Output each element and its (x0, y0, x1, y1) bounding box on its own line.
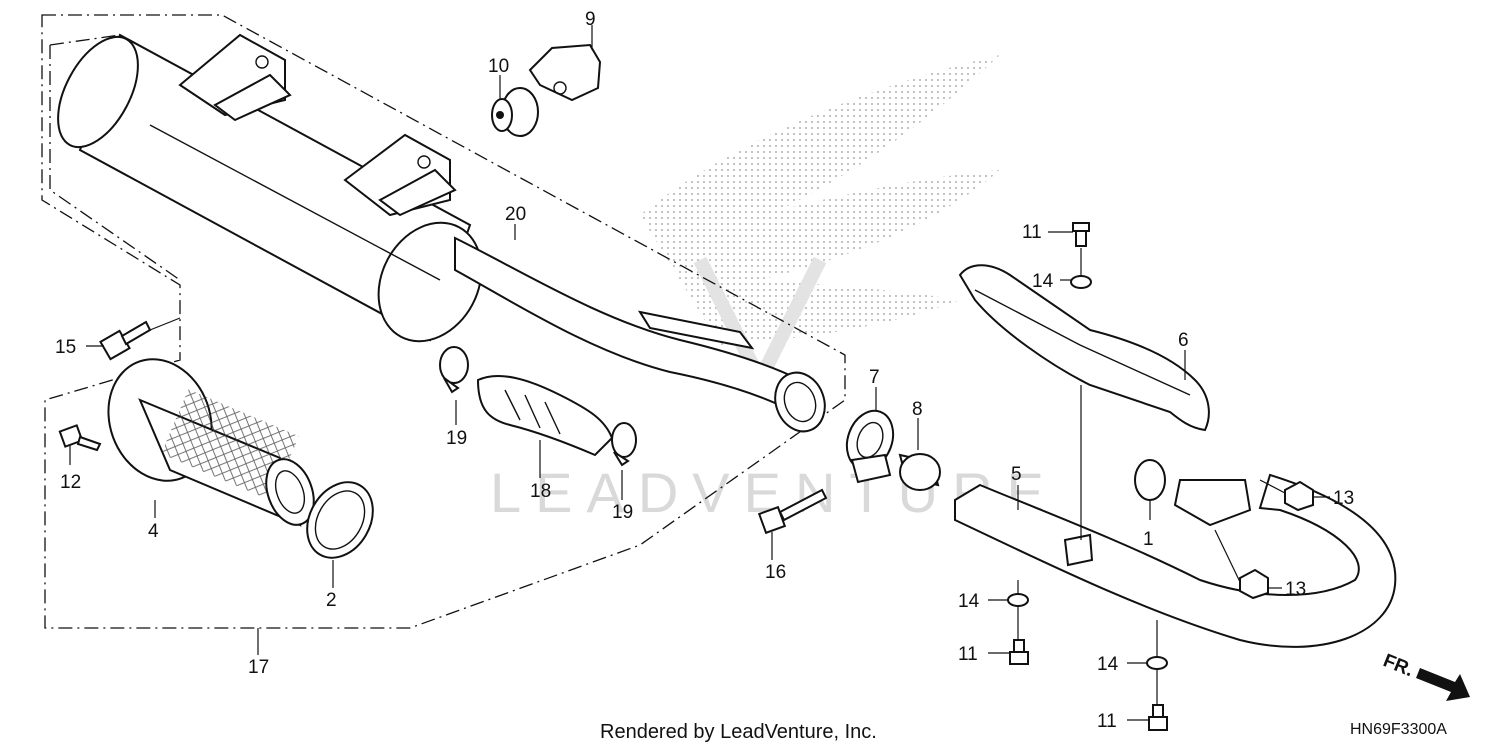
joint-clamp-7 (845, 409, 895, 484)
exhaust-pipe-5 (954, 473, 1397, 648)
callout-4: 4 (148, 521, 159, 542)
bolt-11-top (1072, 222, 1090, 247)
clamp-19-left (439, 346, 469, 394)
bolt-11-mid (1009, 639, 1029, 665)
muffler (57, 33, 826, 433)
bracket-9 (528, 43, 602, 102)
leader-lines (69, 25, 1330, 721)
clamp-19-right (611, 422, 637, 467)
washer-14-top (1070, 275, 1092, 289)
callout-13-upper: 13 (1333, 488, 1354, 509)
washer-14-bottom (1146, 656, 1168, 670)
callout-7: 7 (869, 367, 880, 388)
callout-12: 12 (60, 472, 81, 493)
callout-19-right: 19 (612, 502, 633, 523)
nut-13-upper (1284, 480, 1314, 512)
gasket-8 (898, 453, 941, 491)
assembly-17-boundary (41, 14, 846, 629)
callout-18: 18 (530, 481, 551, 502)
callout-19-left: 19 (446, 428, 467, 449)
callout-14-bottom: 14 (1097, 654, 1119, 675)
bolt-16 (757, 488, 828, 535)
gasket-2 (306, 481, 374, 559)
callout-10: 10 (488, 56, 509, 77)
front-arrow-icon (1416, 668, 1470, 701)
grommet-10 (491, 87, 539, 137)
front-label: FR. (1380, 650, 1416, 681)
callout-2: 2 (326, 590, 337, 611)
callout-11-top: 11 (1022, 222, 1042, 243)
callout-17: 17 (248, 657, 269, 678)
callout-9: 9 (585, 9, 596, 30)
callout-13-lower: 13 (1285, 579, 1306, 600)
gasket-1 (1134, 459, 1166, 501)
front-direction-indicator: FR. (1380, 650, 1470, 701)
callout-14-top: 14 (1032, 271, 1054, 292)
callout-11-mid: 11 (958, 644, 978, 665)
washer-14-mid (1007, 593, 1029, 607)
callout-11-bottom: 11 (1097, 711, 1117, 732)
callout-6: 6 (1178, 330, 1189, 351)
screw-12 (58, 424, 102, 452)
bolt-15 (99, 320, 152, 361)
callout-5: 5 (1011, 464, 1022, 485)
callout-8: 8 (912, 399, 923, 420)
nut-13-lower (1239, 568, 1269, 600)
heat-protector-18 (476, 374, 614, 457)
callout-16: 16 (765, 562, 786, 583)
callout-1: 1 (1143, 529, 1154, 550)
spark-arrester-4 (107, 358, 315, 527)
callout-20: 20 (505, 204, 526, 225)
footer-credit: Rendered by LeadVenture, Inc. (600, 721, 877, 743)
diagram-code: HN69F3300A (1350, 721, 1447, 738)
callout-15: 15 (55, 337, 76, 358)
bolt-11-bottom (1148, 704, 1168, 731)
callout-14-mid: 14 (958, 591, 980, 612)
